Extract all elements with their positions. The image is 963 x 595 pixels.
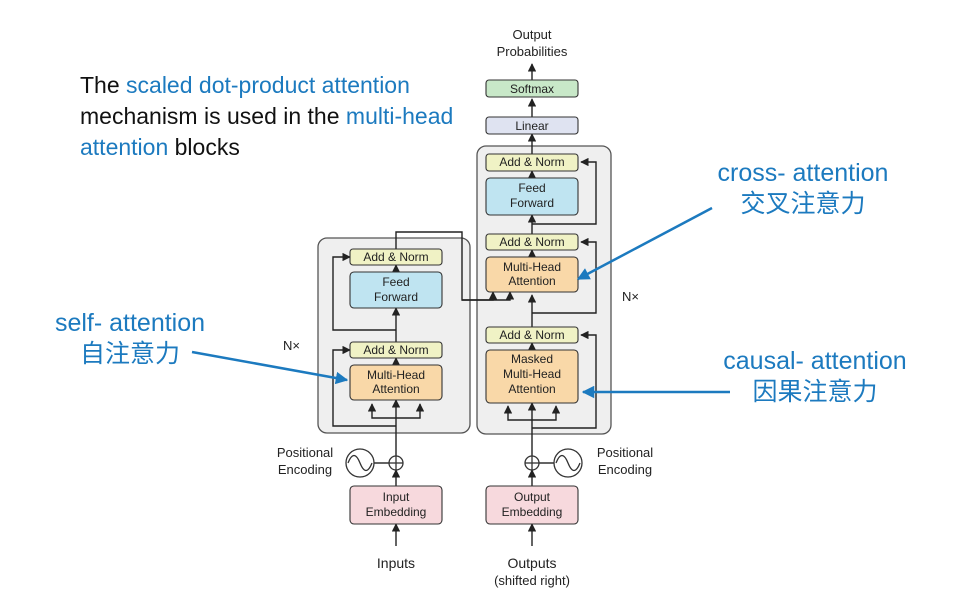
encoder-feed-forward-line1: Feed	[382, 275, 409, 289]
causal-attention-label-en: causal- attention	[723, 347, 907, 375]
decoder-masked-line3: Attention	[508, 382, 555, 396]
self-attention-label-en: self- attention	[54, 309, 206, 337]
encoder-stack	[317, 237, 471, 434]
inputs-label: Inputs	[377, 555, 415, 571]
decoder-positional-line2: Encoding	[598, 462, 652, 477]
encoder-add-norm-1-label: Add & Norm	[363, 343, 428, 357]
output-embedding-line2: Embedding	[502, 505, 563, 519]
encoder-positional-line1: Positional	[277, 445, 333, 460]
self-attention-arrow	[191, 350, 349, 385]
headline-part2: mechanism is used in the	[80, 103, 346, 129]
output-probabilities-line2: Probabilities	[497, 44, 568, 59]
decoder-cross-attention-line1: Multi-Head	[503, 260, 561, 274]
cross-attention-label-zh: 交叉注意力	[740, 190, 866, 218]
encoder-connections	[332, 231, 515, 546]
decoder-masked-line2: Multi-Head	[503, 367, 561, 381]
cross-attention-annotation: cross- attention 交叉注意力	[688, 158, 918, 220]
decoder-nx-label: N×	[622, 289, 639, 304]
encoder-feed-forward-line2: Forward	[374, 290, 418, 304]
encoder-attention-line2: Attention	[372, 382, 419, 396]
encoder-add-norm-1	[349, 341, 443, 359]
decoder-masked-line1: Masked	[511, 352, 553, 366]
cross-attention-arrow	[576, 206, 713, 281]
encoder-positional-line2: Encoding	[278, 462, 332, 477]
outputs-label-line2: (shifted right)	[494, 573, 570, 588]
encoder-attention-line1: Multi-Head	[367, 368, 425, 382]
cross-attention-label-en: cross- attention	[717, 159, 889, 187]
decoder-add-norm-2	[485, 233, 579, 251]
input-embedding-line1: Input	[383, 490, 410, 504]
outputs-label-line1: Outputs	[507, 555, 556, 571]
encoder-nx-label: N×	[283, 338, 300, 353]
decoder-masked-attention	[485, 349, 579, 404]
causal-attention-label-zh: 因果注意力	[752, 378, 878, 406]
decoder-cross-attention-line2: Attention	[508, 274, 555, 288]
decoder-feed-forward-line1: Feed	[518, 181, 545, 195]
softmax-label: Softmax	[510, 82, 554, 96]
headline-part3: blocks	[168, 134, 240, 160]
encoder-add-norm-2	[349, 248, 443, 266]
decoder-add-norm-2-label: Add & Norm	[499, 235, 564, 249]
decoder-feed-forward	[485, 177, 579, 216]
linear-block	[485, 116, 579, 135]
self-attention-label-zh: 自注意力	[79, 340, 180, 368]
decoder-add-norm-3	[485, 153, 579, 172]
decoder-add-norm-1	[485, 326, 579, 344]
output-embedding-line1: Output	[514, 490, 551, 504]
self-attention-annotation: self- attention 自注意力	[30, 308, 230, 370]
decoder-positional-line1: Positional	[597, 445, 653, 460]
decoder-feed-forward-line2: Forward	[510, 196, 554, 210]
headline-highlight-multi-head: multi-head attention	[80, 103, 454, 160]
decoder-add-norm-1-label: Add & Norm	[499, 328, 564, 342]
headline-text: The scaled dot-product attention mechani…	[80, 70, 480, 163]
encoder-add-norm-2-label: Add & Norm	[363, 250, 428, 264]
input-embedding	[349, 485, 443, 525]
linear-label: Linear	[515, 119, 548, 133]
output-probabilities-line1: Output	[512, 27, 551, 42]
decoder-add-norm-3-label: Add & Norm	[499, 155, 564, 169]
headline-part1: The	[80, 72, 127, 98]
output-embedding	[485, 485, 579, 525]
decoder-connections	[503, 63, 597, 546]
input-embedding-line2: Embedding	[366, 505, 427, 519]
softmax-block	[485, 79, 579, 98]
encoder-feed-forward	[349, 271, 443, 309]
headline-highlight-scaled-dot-product: scaled dot-product attention	[126, 72, 410, 98]
encoder-multi-head-attention	[349, 364, 443, 401]
causal-attention-annotation: causal- attention 因果注意力	[700, 346, 930, 408]
